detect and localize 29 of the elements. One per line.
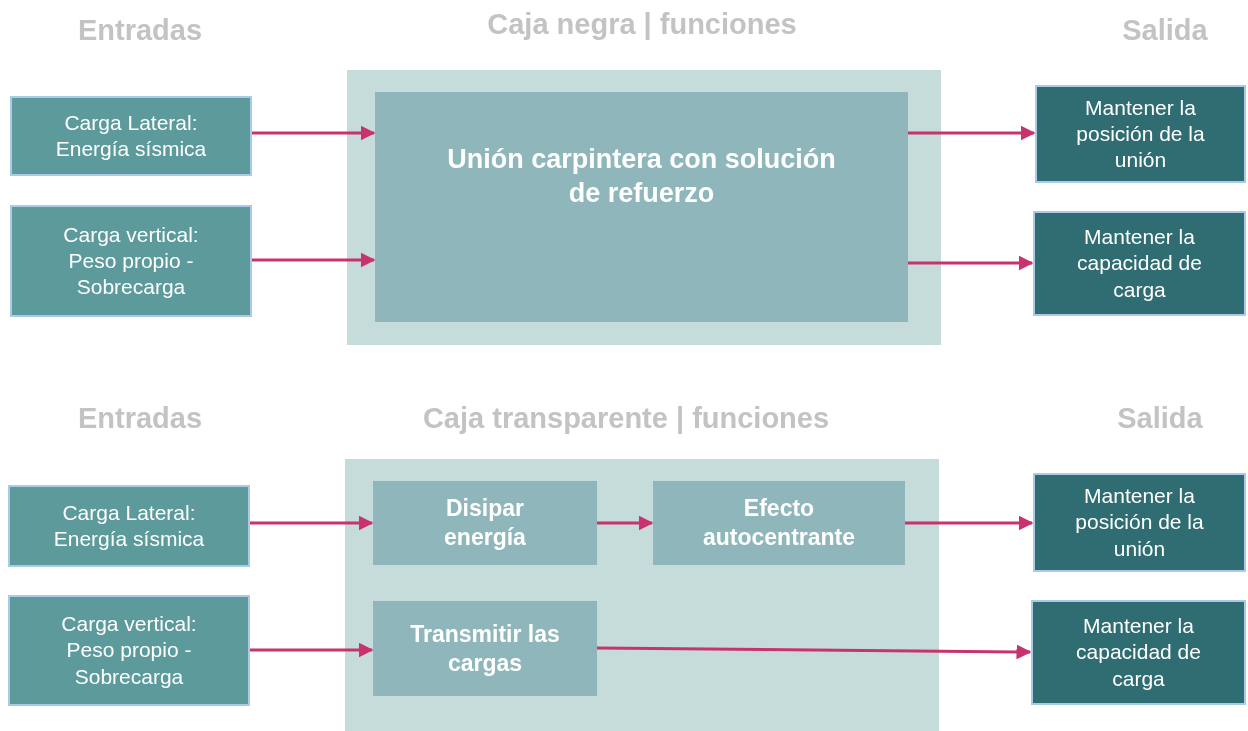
arrow bbox=[597, 644, 1032, 660]
section-heading: Salida bbox=[1117, 402, 1203, 435]
function-box: Unión carpintera con solución de refuerzo bbox=[375, 92, 908, 322]
arrow bbox=[908, 125, 1036, 141]
arrow bbox=[252, 252, 376, 268]
function-box: Efecto autocentrante bbox=[653, 481, 905, 565]
arrow bbox=[908, 255, 1034, 271]
input-box: Carga Lateral: Energía sísmica bbox=[8, 485, 250, 567]
section-heading: Caja transparente | funciones bbox=[422, 402, 830, 435]
section-heading: Salida bbox=[1122, 14, 1208, 47]
input-box: Carga vertical: Peso propio - Sobrecarga bbox=[10, 205, 252, 317]
output-box: Mantener la capacidad de carga bbox=[1033, 211, 1246, 316]
section-heading: Caja negra | funciones bbox=[487, 8, 797, 41]
output-box: Mantener la capacidad de carga bbox=[1031, 600, 1246, 705]
container-box bbox=[345, 459, 939, 731]
arrow bbox=[597, 515, 654, 531]
output-box: Mantener la posición de la unión bbox=[1033, 473, 1246, 572]
arrow bbox=[905, 515, 1034, 531]
section-heading: Entradas bbox=[77, 402, 203, 435]
function-box: Disipar energía bbox=[373, 481, 597, 565]
section-heading: Entradas bbox=[77, 14, 203, 47]
function-box: Transmitir las cargas bbox=[373, 601, 597, 696]
arrow bbox=[252, 125, 376, 141]
input-box: Carga vertical: Peso propio - Sobrecarga bbox=[8, 595, 250, 706]
output-box: Mantener la posición de la unión bbox=[1035, 85, 1246, 183]
input-box: Carga Lateral: Energía sísmica bbox=[10, 96, 252, 176]
arrow bbox=[250, 515, 374, 531]
container-box bbox=[347, 70, 941, 345]
arrow bbox=[250, 642, 374, 658]
